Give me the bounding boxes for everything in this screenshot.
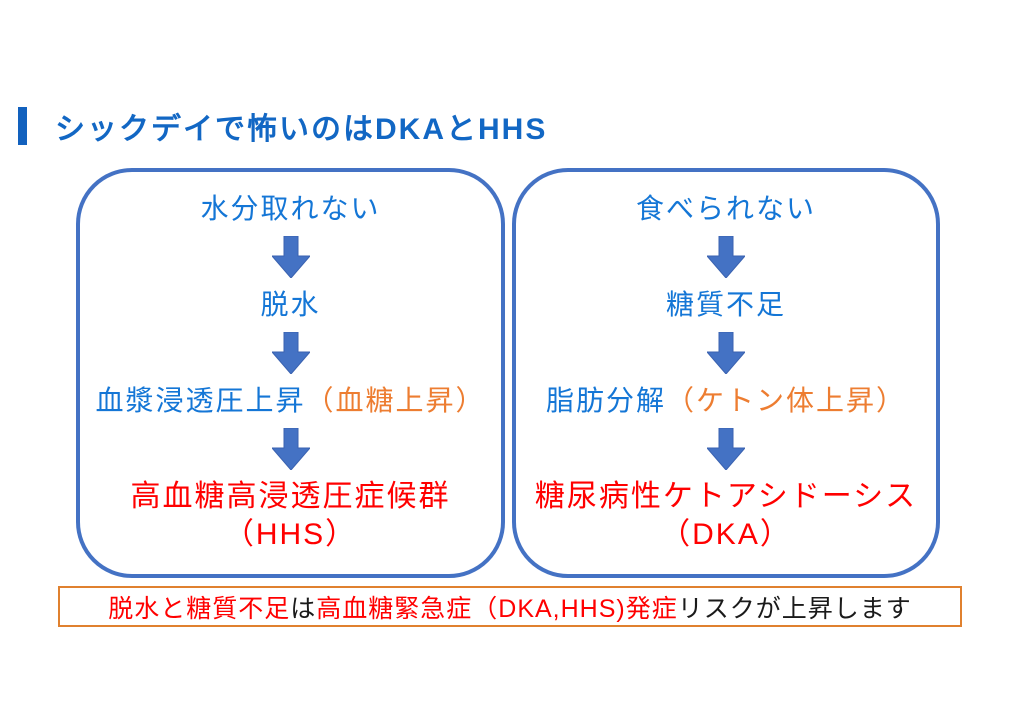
down-arrow-icon	[271, 236, 310, 278]
right-step-2: 糖質不足	[665, 289, 786, 320]
down-arrow-icon	[271, 428, 310, 470]
left-arrow-1	[271, 236, 310, 278]
right-step-3-paren: （ケトン体上昇）	[666, 385, 907, 416]
note-segment-2: は	[290, 594, 317, 623]
left-flow-panel: 水分取れない 脱水 血漿浸透圧上昇（血糖上昇） 高血糖高浸透圧症候群 （	[76, 168, 505, 578]
page-title: シックデイで怖いのはDKAとHHS	[55, 113, 548, 146]
left-step-3: 血漿浸透圧上昇（血糖上昇）	[95, 382, 485, 420]
left-step-2: 脱水	[260, 289, 321, 320]
left-result: 高血糖高浸透圧症候群 （HHS）	[131, 478, 451, 554]
right-step-1: 食べられない	[635, 193, 816, 224]
down-arrow-icon	[707, 236, 745, 278]
right-result-line1: 糖尿病性ケトアシドーシス	[534, 480, 918, 513]
left-result-line1: 高血糖高浸透圧症候群	[130, 480, 451, 513]
note-segment-3: 高血糖緊急症（DKA,HHS)発症	[316, 594, 678, 623]
title-accent-bar	[18, 107, 27, 145]
down-arrow-icon	[707, 428, 745, 470]
left-result-line2: （HHS）	[223, 518, 358, 551]
right-arrow-1	[707, 236, 745, 278]
right-arrow-3	[707, 428, 745, 470]
summary-note: 脱水と糖質不足は高血糖緊急症（DKA,HHS)発症リスクが上昇します	[58, 586, 962, 627]
right-arrow-2	[707, 332, 745, 374]
down-arrow-icon	[707, 332, 745, 374]
left-arrow-2	[271, 332, 310, 374]
left-step-3-main: 血漿浸透圧上昇	[95, 385, 306, 416]
left-step-3-paren: （血糖上昇）	[305, 385, 486, 416]
down-arrow-icon	[271, 332, 310, 374]
right-step-3-main: 脂肪分解	[545, 385, 666, 416]
note-segment-4: リスクが上昇します	[677, 594, 912, 623]
right-flow-panel: 食べられない 糖質不足 脂肪分解（ケトン体上昇） 糖尿病性ケトアシドーシス	[512, 168, 940, 578]
title-row: シックデイで怖いのはDKAとHHS	[18, 104, 547, 148]
right-result-line2: （DKA）	[660, 518, 792, 551]
left-step-1: 水分取れない	[200, 193, 381, 224]
right-result: 糖尿病性ケトアシドーシス （DKA）	[535, 478, 917, 554]
right-step-3: 脂肪分解（ケトン体上昇）	[546, 382, 906, 420]
left-arrow-3	[271, 428, 310, 470]
note-segment-1: 脱水と糖質不足	[108, 594, 291, 623]
flow-panels: 水分取れない 脱水 血漿浸透圧上昇（血糖上昇） 高血糖高浸透圧症候群 （	[76, 168, 940, 578]
